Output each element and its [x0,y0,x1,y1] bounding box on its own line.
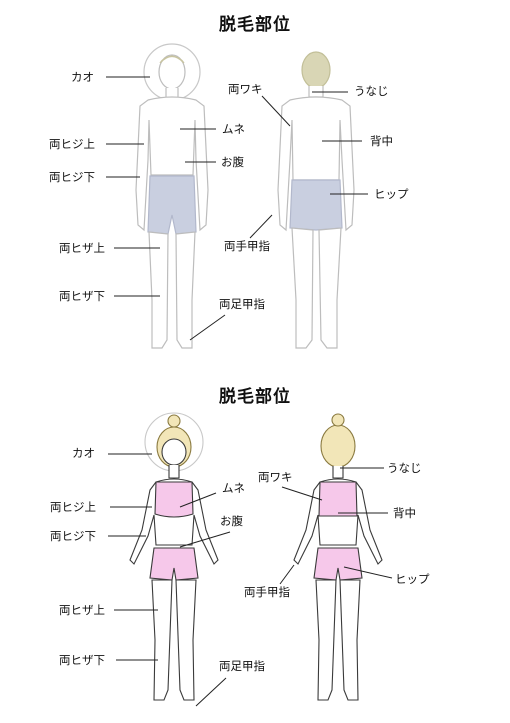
label-te-kou: 両手甲指 [224,239,270,253]
label-ashi-kou: 両足甲指 [219,297,265,311]
male-back-torso-arms [277,96,355,232]
label-hip: ヒップ [374,187,409,201]
female-left-leg [151,579,173,701]
label-unaji-female: うなじ [387,461,422,475]
label-hiji-shita: 両ヒジ下 [49,170,95,184]
female-front-figure [129,412,219,701]
label-unaji: うなじ [354,84,389,98]
label-ashi-kou-female: 両足甲指 [219,659,265,673]
label-mune: ムネ [222,122,245,136]
label-hiji-ue: 両ヒジ上 [49,137,95,151]
female-back-bra [318,481,358,517]
label-hiza-ue: 両ヒザ上 [59,241,105,255]
female-back-torso-arms [293,478,383,565]
female-back-hair [320,424,356,468]
label-hip-female: ヒップ [395,572,430,586]
label-hiza-ue-female: 両ヒザ上 [59,603,105,617]
female-shorts [149,547,199,581]
male-back-shorts [289,179,343,231]
label-kao: カオ [71,70,94,84]
label-hiza-shita: 両ヒザ下 [59,289,105,303]
label-onaka-female: お腹 [220,514,243,528]
male-torso-arms [135,96,209,232]
male-back-figure [277,51,355,349]
female-face [161,438,187,466]
leader-lines [106,76,393,707]
female-back-left-leg [315,579,337,701]
label-waki-female: 両ワキ [258,470,293,484]
female-back-figure [293,413,383,701]
section-title-female: 脱毛部位 [219,387,291,407]
label-te-kou-female: 両手甲指 [244,585,290,599]
label-kao-female: カオ [72,446,95,460]
label-senaka-female: 背中 [393,506,416,520]
male-right-leg [175,231,196,349]
section-title-male: 脱毛部位 [219,15,291,35]
male-left-leg [148,231,169,349]
label-onaka: お腹 [221,155,244,169]
female-right-leg [175,579,197,701]
label-hiza-shita-female: 両ヒザ下 [59,653,105,667]
female-back-right-leg [339,579,361,701]
label-hiji-ue-female: 両ヒジ上 [50,500,96,514]
female-bra [154,481,194,518]
male-front-figure [135,43,209,349]
male-shorts [147,175,197,235]
label-mune-female: ムネ [222,481,245,495]
label-senaka: 背中 [370,134,393,148]
female-back-shorts [313,547,363,581]
male-back-head [301,51,331,89]
male-back-left-leg [291,227,314,349]
label-waki: 両ワキ [228,82,263,96]
male-back-right-leg [318,227,342,349]
label-hiji-shita-female: 両ヒジ下 [50,529,96,543]
